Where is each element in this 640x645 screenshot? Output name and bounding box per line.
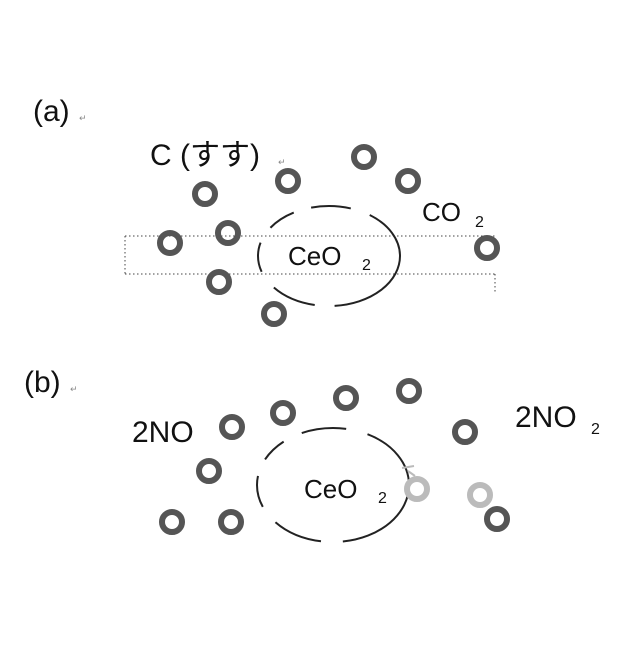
panel-b-label: (b) — [24, 366, 61, 399]
ceo2-label-b: CeO — [304, 474, 357, 504]
paragraph-mark: ↵ — [79, 113, 87, 123]
paragraph-mark: ↵ — [278, 157, 286, 167]
particle-ring — [162, 512, 182, 532]
soot-label: C (すす) — [150, 139, 260, 172]
ceo2-subscript-b: 2 — [378, 490, 387, 507]
no2-subscript: 2 — [591, 421, 600, 438]
no2-label: 2NO — [515, 401, 577, 434]
co2-label: CO — [422, 197, 461, 227]
particle-ring — [199, 461, 219, 481]
particle-ring — [264, 304, 284, 324]
particle-ring — [398, 171, 418, 191]
particle-ring — [221, 512, 241, 532]
co2-subscript: 2 — [475, 214, 484, 231]
particle-ring — [273, 403, 293, 423]
ceo2-subscript-a: 2 — [362, 257, 371, 274]
particle-ring — [195, 184, 215, 204]
particle-ring — [160, 233, 180, 253]
particle-ring — [336, 388, 356, 408]
particle-ring — [455, 422, 475, 442]
particle-ring-faded — [407, 479, 427, 499]
particle-ring — [278, 171, 298, 191]
particle-ring — [354, 147, 374, 167]
particle-ring — [222, 417, 242, 437]
panel-a: (a) ↵ C (すす) ↵ CeO 2 CO 2 — [33, 95, 497, 324]
paragraph-mark: ↵ — [70, 384, 78, 394]
particle-ring — [399, 381, 419, 401]
particle-ring — [209, 272, 229, 292]
particle-ring — [477, 238, 497, 258]
panel-b: (b) ↵ 2NO 2NO 2 CeO 2 — [24, 366, 600, 542]
particle-ring — [218, 223, 238, 243]
panel-a-label: (a) — [33, 95, 70, 128]
particle-ring — [487, 509, 507, 529]
ceo2-label-a: CeO — [288, 241, 341, 271]
no-label: 2NO — [132, 416, 194, 449]
particle-ring-faded — [470, 485, 490, 505]
